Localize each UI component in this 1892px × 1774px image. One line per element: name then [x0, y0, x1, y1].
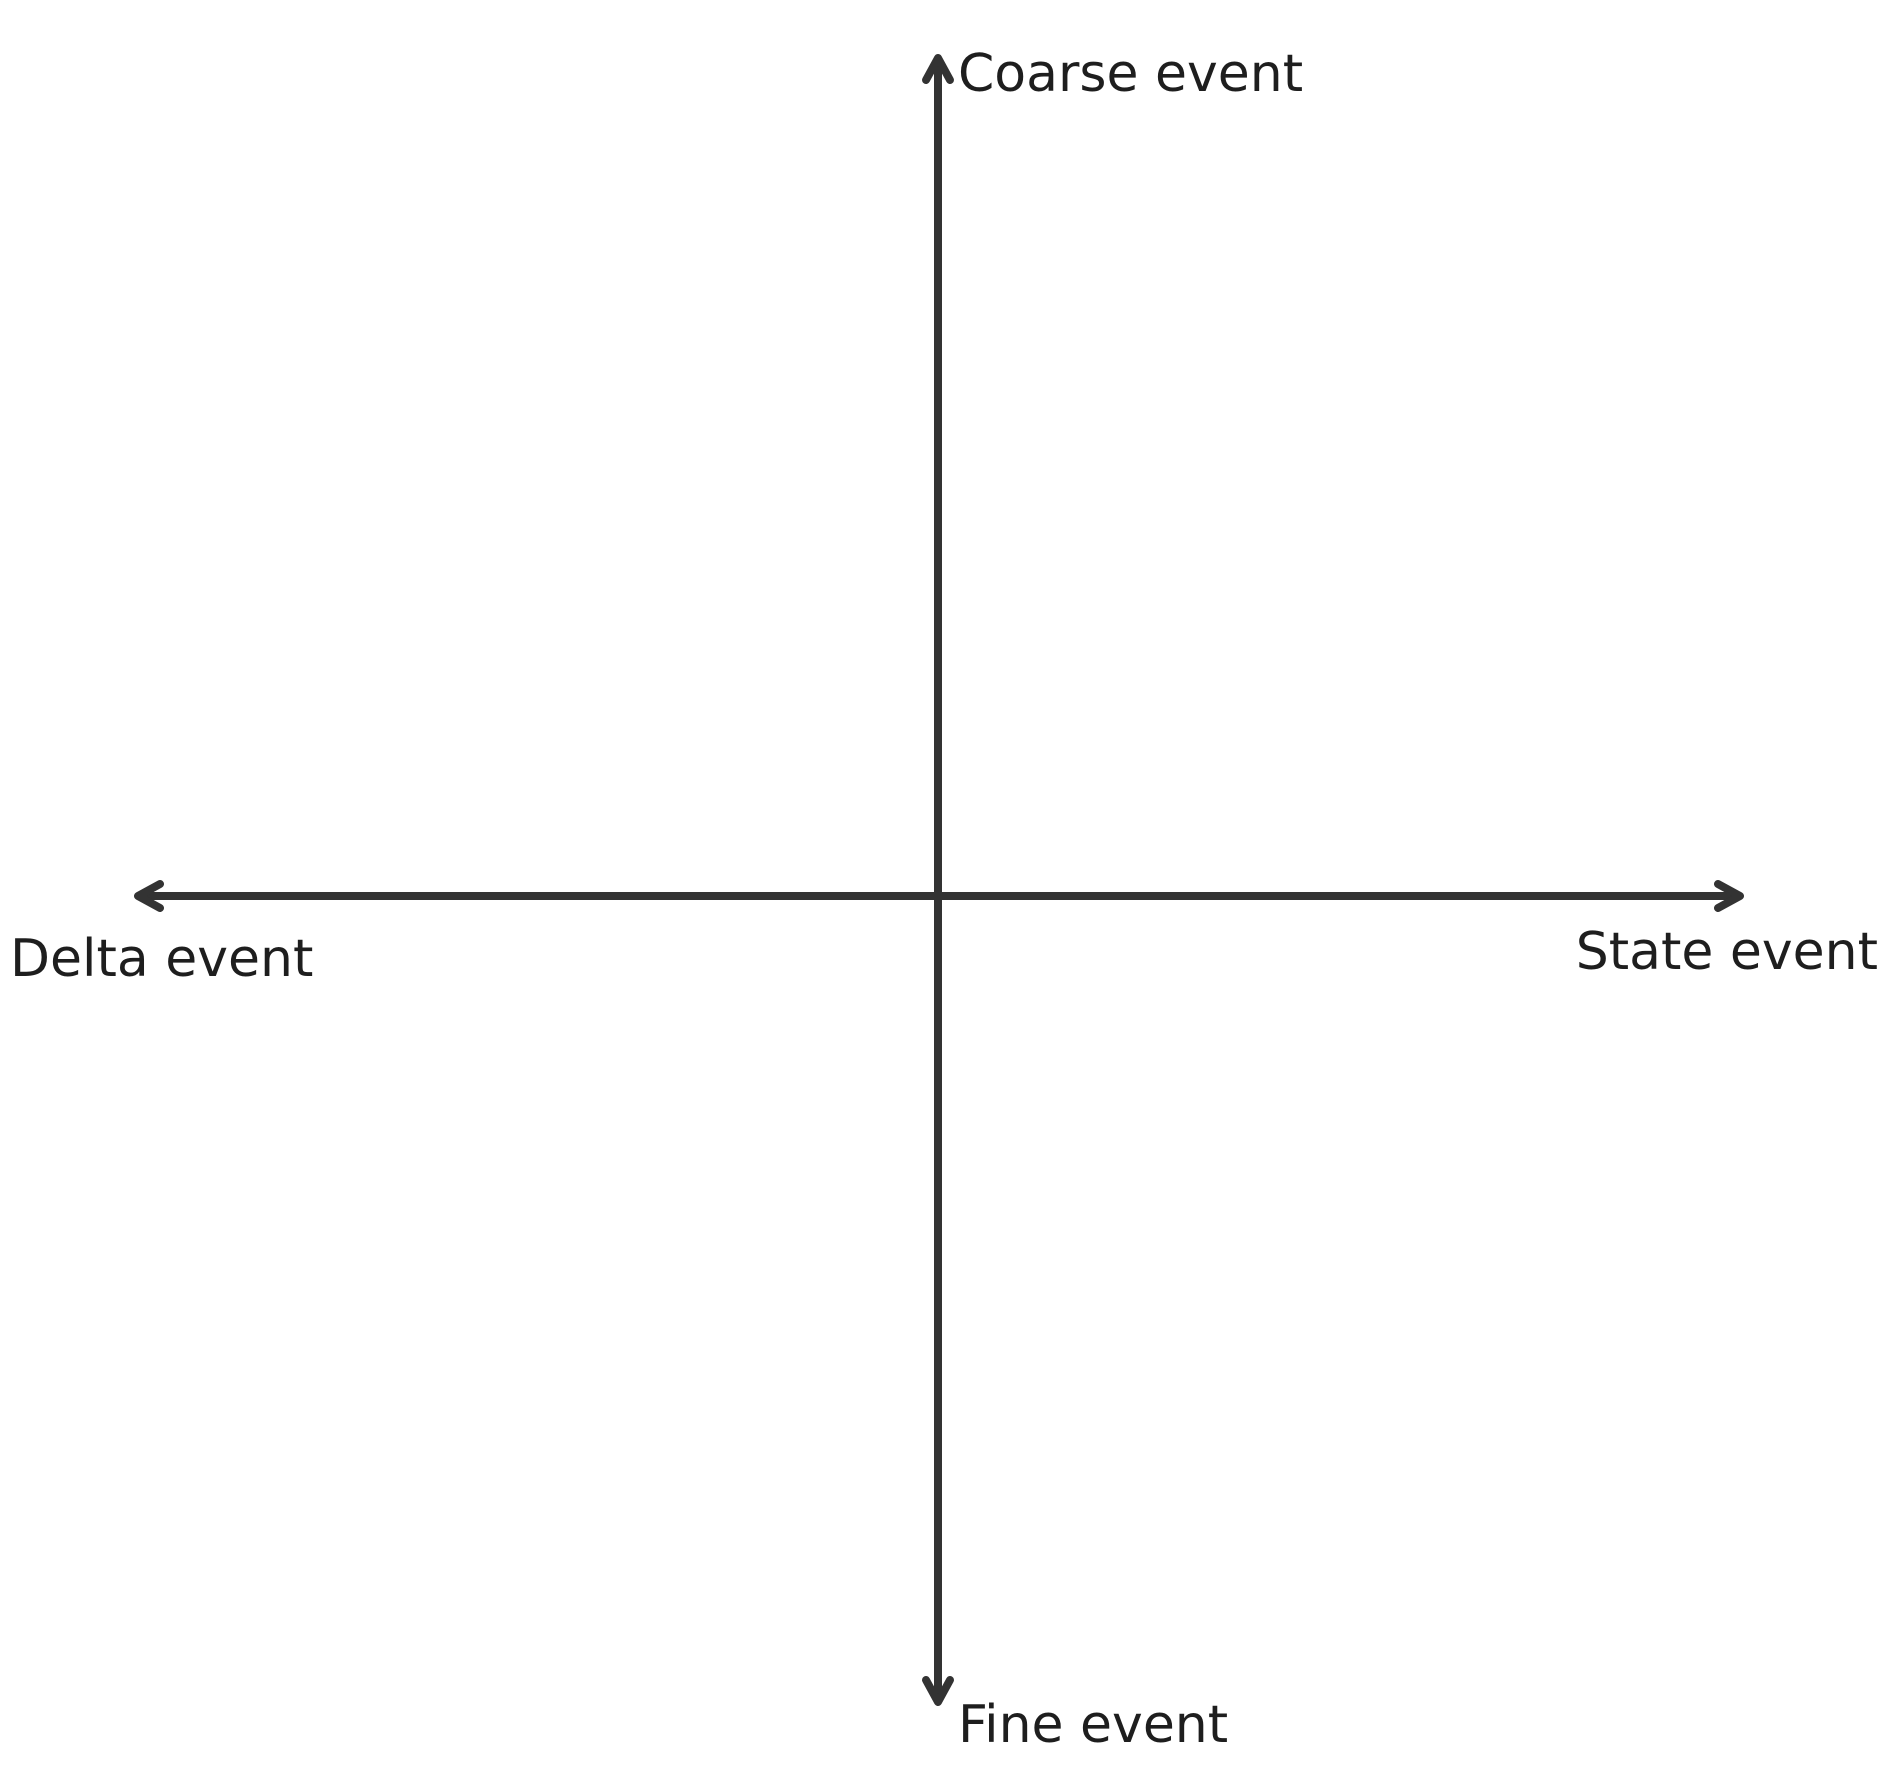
- right-axis-label: State event: [1576, 922, 1878, 982]
- arrow-up-icon: [922, 54, 954, 84]
- bottom-axis-label: Fine event: [958, 1695, 1228, 1755]
- arrow-left-icon: [134, 880, 164, 912]
- arrow-right-icon: [1714, 880, 1744, 912]
- left-axis-label: Delta event: [10, 929, 313, 989]
- top-axis-label: Coarse event: [958, 44, 1303, 104]
- arrow-down-icon: [922, 1676, 954, 1706]
- vertical-axis: [922, 54, 954, 1706]
- horizontal-axis: [134, 880, 1744, 912]
